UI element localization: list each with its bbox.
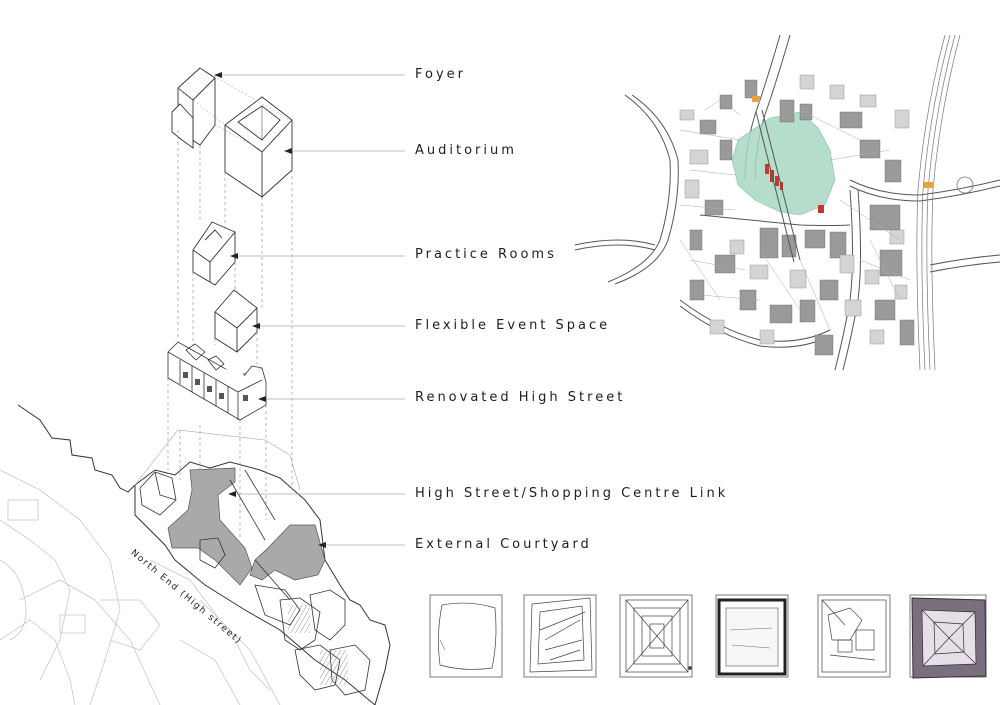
ground-hatch bbox=[288, 605, 310, 633]
leader-arrowheads bbox=[214, 72, 326, 548]
ground-hatch-2 bbox=[320, 650, 348, 685]
sketch-6 bbox=[909, 594, 987, 679]
label-shopping-centre-link: High Street/Shopping Centre Link bbox=[415, 486, 729, 501]
flexible-event-space-volume bbox=[214, 289, 258, 353]
renovated-high-street-volume bbox=[167, 341, 267, 421]
practice-rooms-volume bbox=[192, 221, 236, 286]
map-high-street bbox=[761, 109, 801, 261]
map-shopping-centre-zone bbox=[731, 111, 836, 216]
sketch-thumbnails bbox=[429, 594, 987, 679]
label-renovated-high-street: Renovated High Street bbox=[415, 390, 626, 405]
label-practice-rooms: Practice Rooms bbox=[415, 247, 557, 262]
map-station-marker-2 bbox=[924, 182, 934, 188]
location-map bbox=[574, 34, 1000, 371]
sketch-1 bbox=[429, 594, 503, 678]
label-foyer: Foyer bbox=[415, 67, 467, 82]
label-auditorium: Auditorium bbox=[415, 143, 517, 158]
sketch-2 bbox=[523, 594, 597, 678]
map-streets bbox=[679, 99, 911, 331]
site-ghost-outline bbox=[134, 429, 301, 491]
sketch-3 bbox=[619, 594, 693, 678]
sketch-5 bbox=[817, 594, 891, 678]
foyer-volume bbox=[171, 67, 216, 149]
courtyard-and-link bbox=[167, 467, 326, 586]
map-station-marker bbox=[752, 96, 760, 102]
map-buildings-light bbox=[679, 74, 910, 345]
auditorium-volume bbox=[224, 96, 293, 198]
leader-lines bbox=[218, 74, 405, 546]
map-buildings bbox=[689, 79, 915, 356]
map-roundabout bbox=[956, 176, 974, 194]
sketch-4 bbox=[715, 594, 789, 678]
map-railway bbox=[916, 34, 961, 371]
label-flexible-event-space: Flexible Event Space bbox=[415, 318, 611, 333]
diagonal-projection-lines bbox=[177, 67, 291, 151]
label-external-courtyard: External Courtyard bbox=[415, 537, 592, 552]
projection-lines bbox=[167, 130, 293, 540]
site-context-lines bbox=[0, 469, 281, 705]
